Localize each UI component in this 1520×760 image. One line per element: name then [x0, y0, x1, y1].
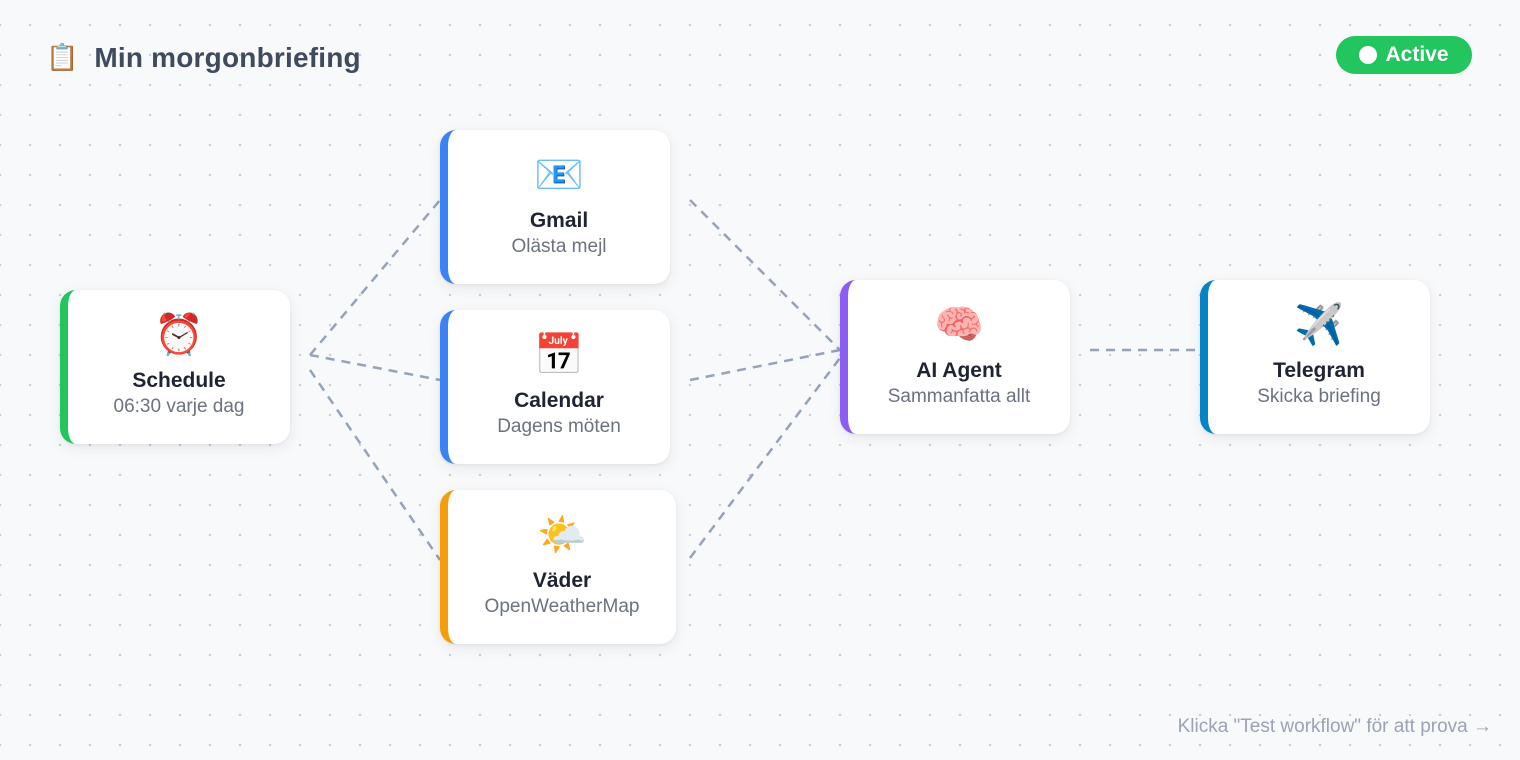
node-subtitle: Sammanfatta allt [887, 385, 1031, 407]
node-title: Calendar [514, 388, 604, 412]
status-label: Active [1385, 43, 1449, 66]
status-dot-icon [1359, 46, 1378, 64]
clipboard-icon: 📋 [46, 43, 79, 73]
alarm-clock-icon: ⏰ [154, 311, 204, 358]
sun-cloud-icon: 🌤️ [537, 511, 587, 558]
node-subtitle: Olästa mejl [511, 235, 607, 257]
workflow-header: 📋 Min morgonbriefing [46, 40, 361, 76]
workflow-title: Min morgonbriefing [94, 42, 361, 73]
node-title: Telegram [1273, 358, 1365, 382]
node-subtitle: Dagens möten [497, 415, 621, 437]
email-icon: 📧 [534, 151, 584, 198]
edge-calendar-ai [689, 348, 841, 382]
edge-weather-ai [689, 357, 841, 559]
node-subtitle: 06:30 varje dag [113, 395, 245, 417]
airplane-icon: ✈️ [1294, 301, 1344, 348]
status-badge[interactable]: Active [1336, 36, 1472, 74]
node-ai-agent[interactable]: 🧠 AI Agent Sammanfatta allt [840, 280, 1070, 434]
node-title: Gmail [529, 208, 589, 232]
node-weather[interactable]: 🌤️ Väder OpenWeatherMap [440, 490, 676, 644]
node-gmail[interactable]: 📧 Gmail Olästa mejl [440, 130, 670, 284]
node-title: Schedule [132, 368, 226, 392]
node-calendar[interactable]: 📅 Calendar Dagens möten [440, 310, 670, 464]
node-subtitle: OpenWeatherMap [484, 595, 640, 617]
node-subtitle: Skicka briefing [1257, 385, 1381, 407]
node-schedule[interactable]: ⏰ Schedule 06:30 varje dag [60, 290, 290, 444]
edge-schedule-calendar [309, 353, 441, 382]
edge-schedule-gmail [309, 199, 441, 356]
node-telegram[interactable]: ✈️ Telegram Skicka briefing [1200, 280, 1430, 434]
test-workflow-hint: Klicka "Test workflow" för att prova → [1177, 716, 1492, 737]
node-title: AI Agent [916, 358, 1002, 382]
edge-gmail-ai [689, 199, 841, 351]
brain-icon: 🧠 [934, 301, 984, 348]
calendar-icon: 📅 [534, 331, 584, 378]
edge-schedule-weather [308, 369, 442, 561]
node-title: Väder [532, 568, 592, 592]
